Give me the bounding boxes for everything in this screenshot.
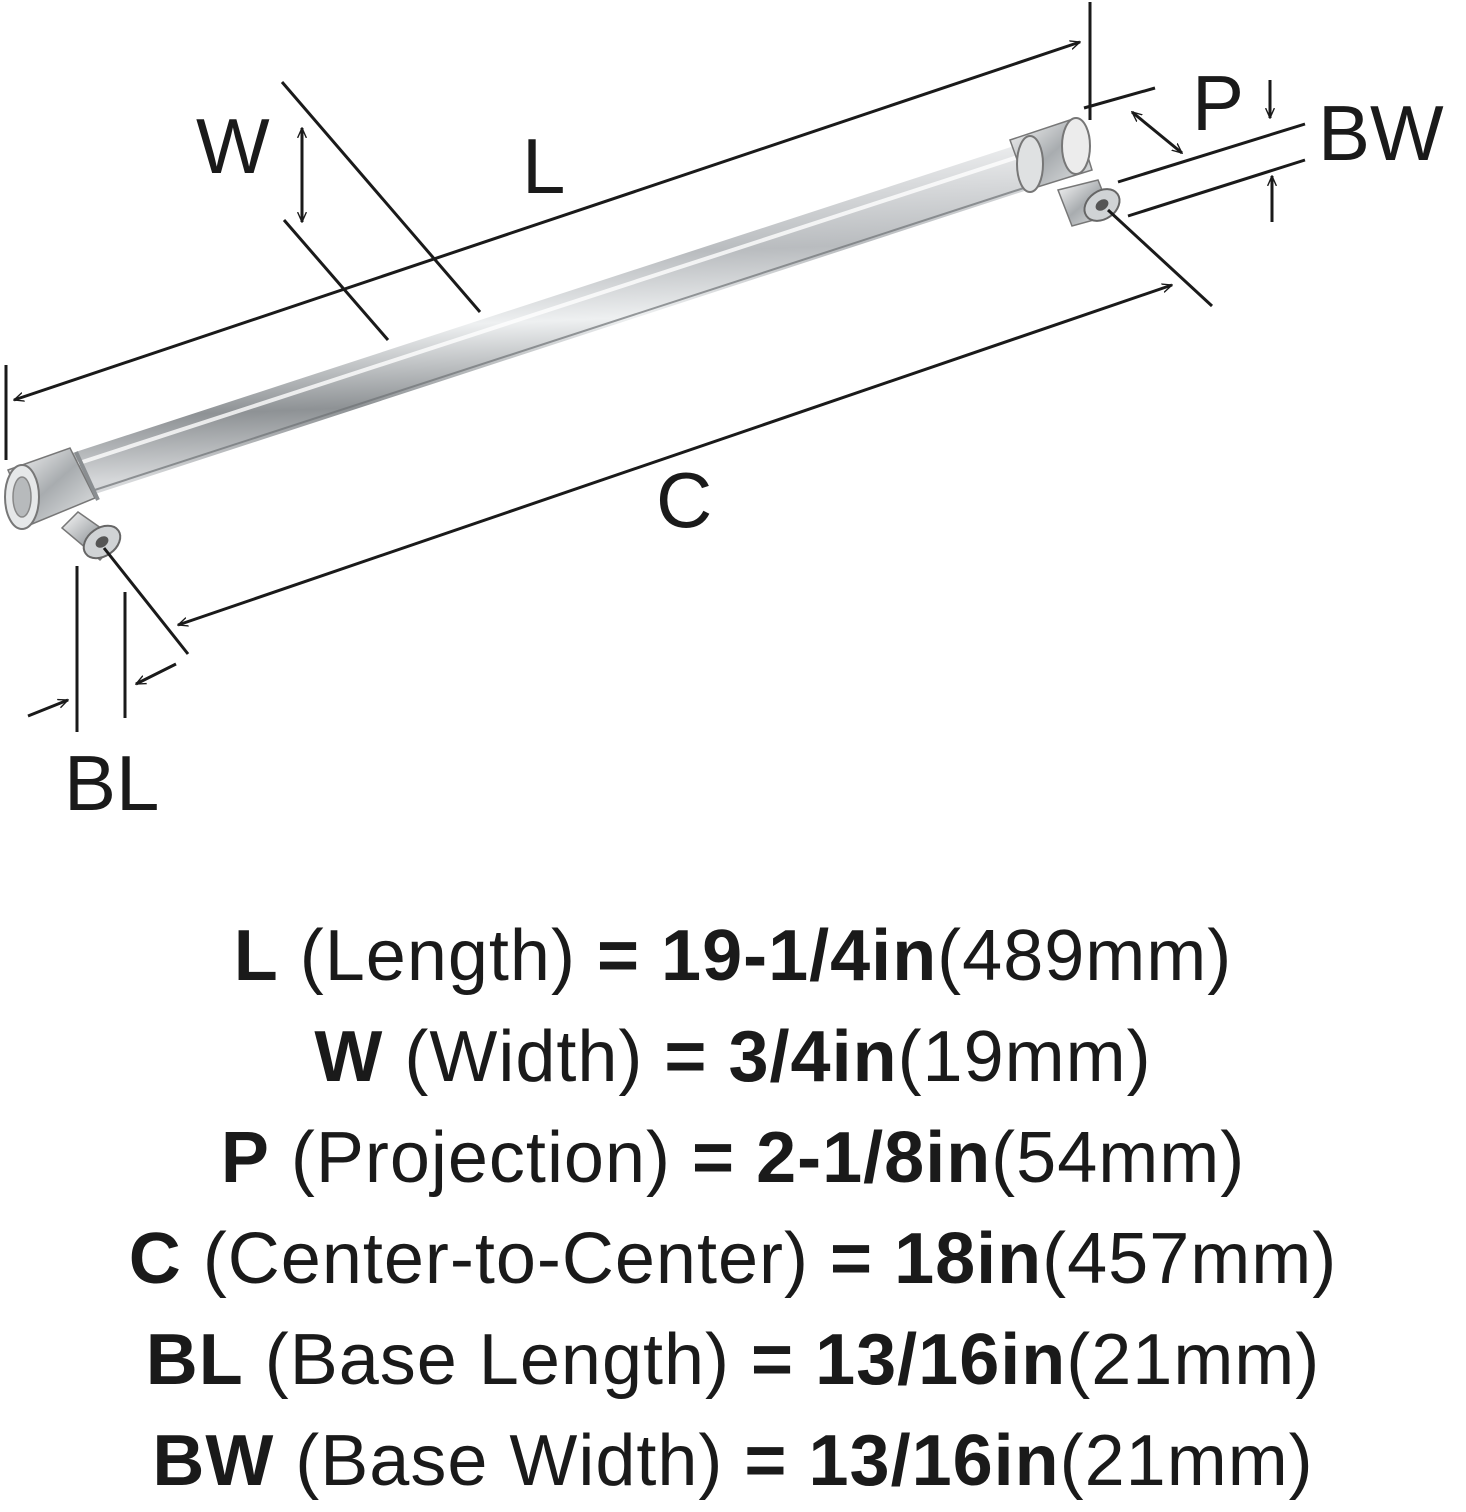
spec-row-base-width: BW (Base Width) = 13/16in(21mm) [0, 1411, 1466, 1512]
spec-row-length: L (Length) = 19-1/4in(489mm) [0, 906, 1466, 1007]
dimension-base-width [1117, 122, 1306, 222]
spec-code: BL [145, 1320, 244, 1400]
spec-description: (Base Length) [264, 1320, 731, 1400]
spec-equals: = [596, 916, 641, 996]
spec-row-width: W (Width) = 3/4in(19mm) [0, 1007, 1466, 1108]
spec-imperial: 19-1/4in [661, 916, 938, 996]
left-end-cap [4, 447, 122, 562]
spec-description: (Width) [404, 1017, 644, 1097]
spec-equals: = [830, 1219, 874, 1299]
spec-metric: (457mm) [1042, 1219, 1338, 1299]
label-bw: BW [1318, 89, 1444, 177]
spec-description: (Length) [299, 916, 576, 996]
spec-code: P [220, 1118, 270, 1198]
spec-equals: = [692, 1118, 736, 1198]
dimension-projection [1083, 80, 1270, 155]
pull-handle-diagram: W L P BW C BL [4, 2, 1444, 827]
spec-imperial: 13/16in [808, 1421, 1060, 1501]
dimension-length [4, 2, 1092, 460]
spec-description: (Projection) [290, 1118, 671, 1198]
spec-code: C [128, 1219, 182, 1299]
spec-imperial: 13/16in [815, 1320, 1067, 1400]
spec-equals: = [664, 1017, 708, 1097]
dimension-center-to-center [102, 208, 1214, 655]
spec-metric: (54mm) [991, 1118, 1246, 1198]
spec-imperial: 2-1/8in [756, 1118, 992, 1198]
label-l: L [522, 122, 565, 210]
label-c: C [656, 456, 712, 544]
spec-code: BW [152, 1421, 275, 1501]
spec-metric: (489mm) [937, 916, 1233, 996]
spec-row-center-to-center: C (Center-to-Center) = 18in(457mm) [0, 1209, 1466, 1310]
spec-imperial: 18in [894, 1219, 1043, 1299]
spec-equals: = [744, 1421, 788, 1501]
spec-description: (Base Width) [295, 1421, 724, 1501]
spec-metric: (19mm) [897, 1017, 1152, 1097]
spec-equals: = [751, 1320, 795, 1400]
spec-code: L [233, 916, 279, 996]
spec-row-projection: P (Projection) = 2-1/8in(54mm) [0, 1108, 1466, 1209]
spec-code: W [314, 1017, 384, 1097]
label-w: W [196, 102, 270, 190]
specifications-list: L (Length) = 19-1/4in(489mm) W (Width) =… [0, 906, 1466, 1512]
spec-imperial: 3/4in [728, 1017, 898, 1097]
spec-description: (Center-to-Center) [202, 1219, 809, 1299]
label-bl: BL [64, 739, 159, 827]
spec-metric: (21mm) [1066, 1320, 1321, 1400]
spec-row-base-length: BL (Base Length) = 13/16in(21mm) [0, 1310, 1466, 1411]
label-p: P [1192, 59, 1244, 147]
spec-metric: (21mm) [1059, 1421, 1314, 1501]
dimension-base-length [27, 566, 177, 732]
